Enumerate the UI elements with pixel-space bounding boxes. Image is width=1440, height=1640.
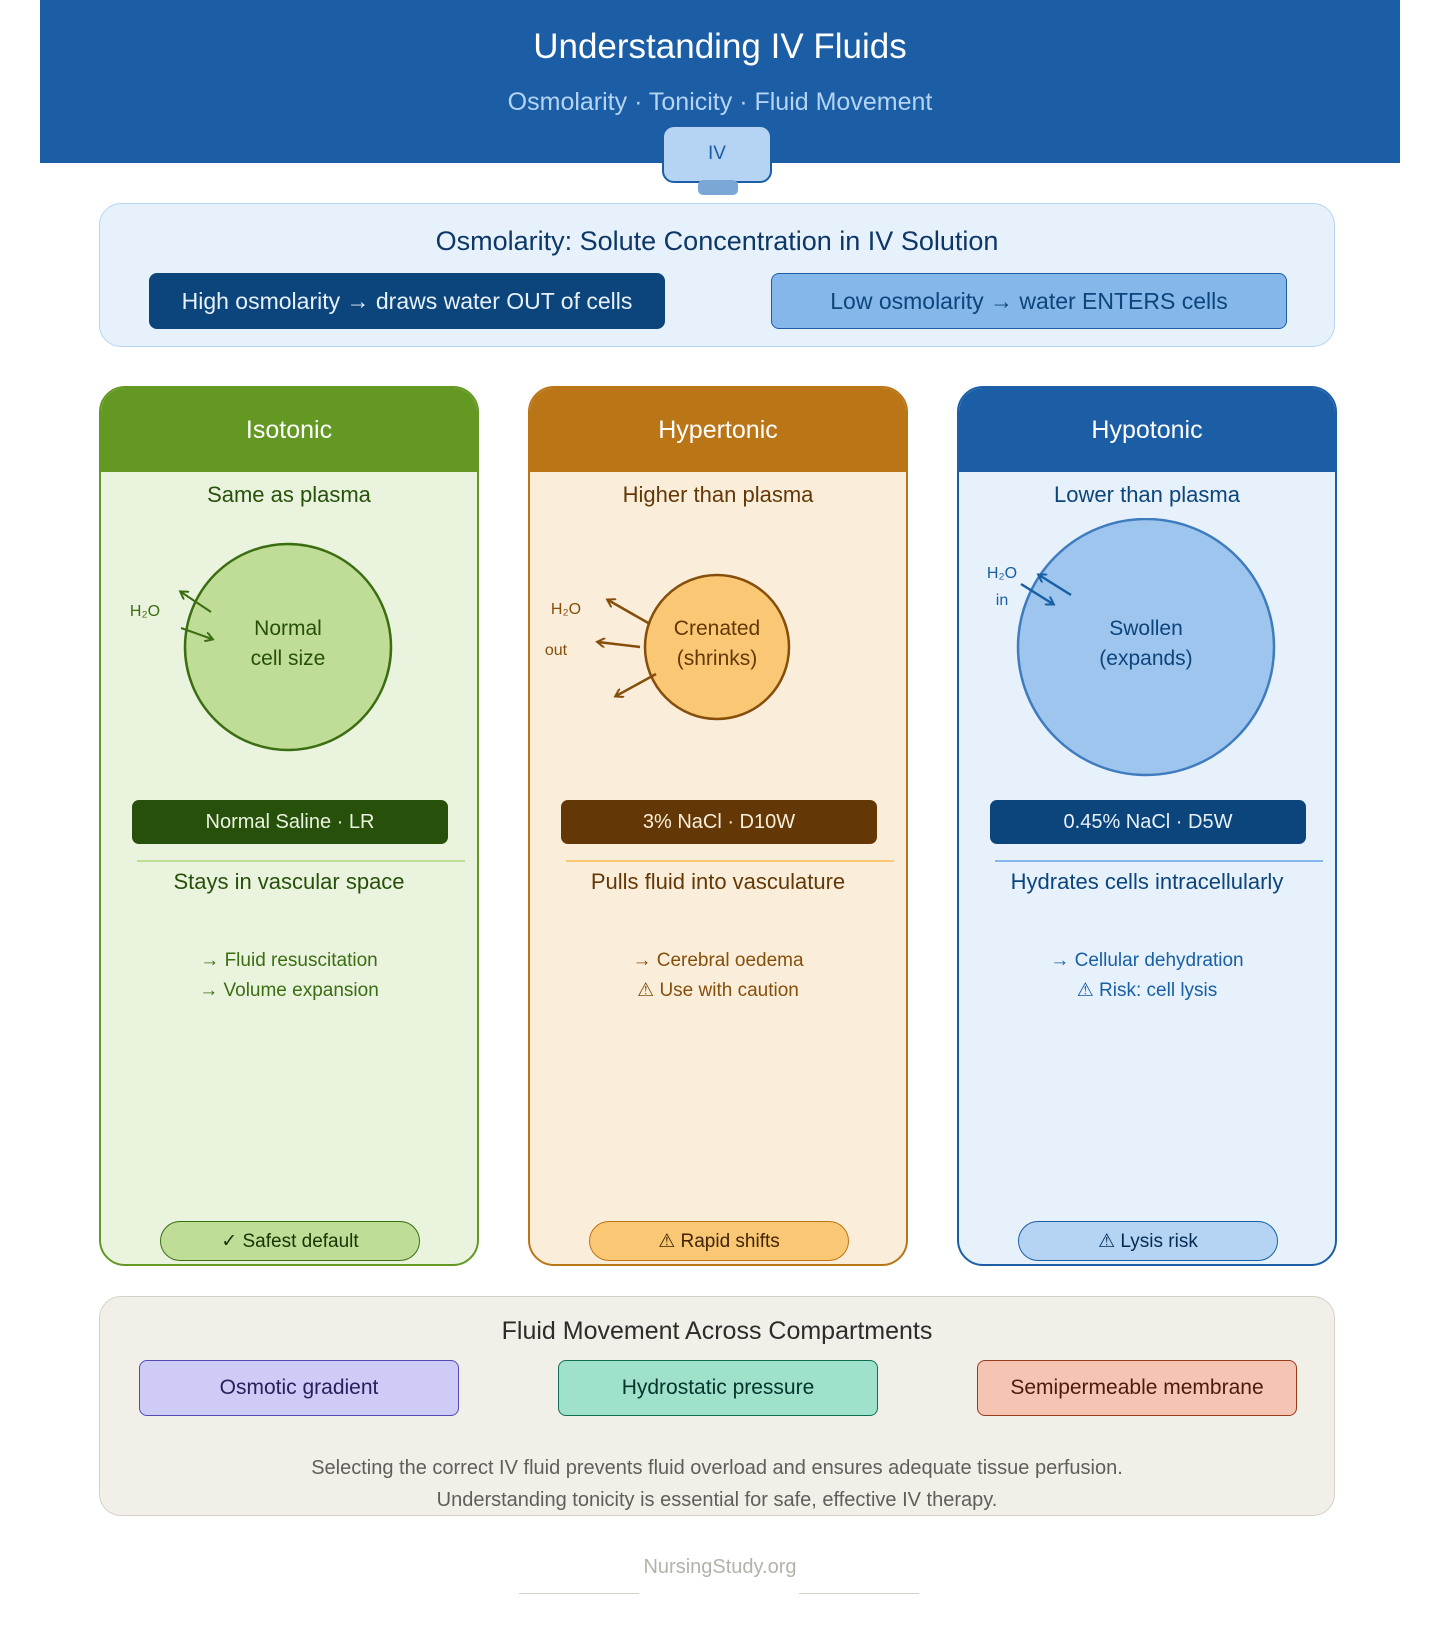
- hypotonic-card: Hypotonic Lower than plasma H₂O in Swoll…: [957, 386, 1337, 1266]
- hypertonic-effect: Pulls fluid into vasculature: [590, 869, 846, 894]
- isotonic-cell-label-2: cell size: [251, 647, 326, 670]
- hypotonic-cell-diagram: H₂O in Swollen (expands): [987, 518, 1276, 777]
- hypotonic-points: → Cellular dehydration ⚠ Risk: cell lysi…: [959, 946, 1335, 1006]
- isotonic-effect: Stays in vascular space: [173, 869, 405, 894]
- water-out-arrow-icon: [608, 600, 651, 626]
- hydrostatic-pressure-chip: Hydrostatic pressure: [558, 1360, 878, 1416]
- water-out-arrow-icon: [616, 672, 657, 696]
- isotonic-card: Isotonic Same as plasma H₂O Normal cell …: [99, 386, 479, 1266]
- semipermeable-membrane-chip: Semipermeable membrane: [977, 1360, 1297, 1416]
- fluid-movement-panel: Fluid Movement Across Compartments Osmot…: [99, 1296, 1335, 1516]
- hypertonic-water-direction: out: [545, 642, 568, 659]
- isotonic-tagline: Same as plasma: [207, 482, 371, 507]
- hypotonic-divider: [995, 860, 1323, 862]
- isotonic-card-header: Isotonic: [101, 388, 477, 472]
- osmotic-gradient-chip: Osmotic gradient: [139, 1360, 459, 1416]
- water-out-arrow-icon: [181, 592, 212, 613]
- hypotonic-badge: ⚠ Lysis risk: [1018, 1221, 1278, 1261]
- hypertonic-points: → Cerebral oedema ⚠ Use with caution: [530, 946, 906, 1006]
- hypotonic-card-header: Hypotonic: [959, 388, 1335, 472]
- hypertonic-point-2: ⚠ Use with caution: [637, 980, 799, 1001]
- hypotonic-point-2: ⚠ Risk: cell lysis: [1076, 980, 1218, 1001]
- hypertonic-card-header: Hypertonic: [530, 388, 906, 472]
- isotonic-cell-label-1: Normal: [254, 617, 322, 640]
- footer-divider-right: [799, 1593, 919, 1594]
- water-in-arrow-icon: [180, 627, 212, 639]
- fluid-movement-note-line-2: Understanding tonicity is essential for …: [436, 1489, 998, 1511]
- isotonic-badge: ✓ Safest default: [160, 1221, 420, 1261]
- osmolarity-title: Osmolarity: Solute Concentration in IV S…: [435, 226, 999, 256]
- hypertonic-water-label: H₂O: [551, 601, 581, 618]
- hypertonic-tagline: Higher than plasma: [622, 482, 814, 507]
- hypertonic-point-1: → Cerebral oedema: [632, 950, 804, 971]
- footer-site-name: NursingStudy.org: [643, 1556, 797, 1578]
- low-osmolarity-pill: Low osmolarity → water ENTERS cells: [771, 273, 1287, 329]
- water-out-arrow-icon: [1039, 575, 1072, 597]
- fluid-movement-note-line-1: Selecting the correct IV fluid prevents …: [311, 1457, 1123, 1479]
- hypotonic-cell-label-1: Swollen: [1109, 617, 1183, 640]
- page-title: Understanding IV Fluids: [533, 27, 907, 66]
- water-in-arrow-icon: [1020, 582, 1053, 604]
- hypertonic-card: Hypertonic Higher than plasma H₂O out Cr…: [528, 386, 908, 1266]
- hypotonic-cell-label-2: (expands): [1099, 647, 1192, 670]
- water-out-arrow-icon: [598, 642, 641, 649]
- hypotonic-tagline: Lower than plasma: [1054, 482, 1240, 507]
- fluid-movement-note: Selecting the correct IV fluid prevents …: [100, 1452, 1334, 1516]
- isotonic-fluids: Normal Saline · LR: [132, 800, 448, 844]
- isotonic-divider: [137, 860, 465, 862]
- hypertonic-cell-label-1: Crenated: [674, 617, 760, 640]
- osmolarity-panel: Osmolarity: Solute Concentration in IV S…: [99, 203, 1335, 347]
- isotonic-cell-diagram: H₂O Normal cell size: [130, 542, 393, 752]
- isotonic-point-2: → Volume expansion: [199, 980, 379, 1001]
- swollen-cell-icon: [1016, 518, 1276, 777]
- high-osmolarity-pill: High osmolarity → draws water OUT of cel…: [149, 273, 665, 329]
- footer-divider-left: [519, 1593, 639, 1594]
- isotonic-point-1: → Fluid resuscitation: [200, 950, 378, 971]
- hypotonic-water-direction: in: [996, 592, 1008, 609]
- page-subtitle: Osmolarity · Tonicity · Fluid Movement: [507, 88, 933, 116]
- iv-port-icon: [698, 180, 738, 195]
- hypotonic-water-label: H₂O: [987, 565, 1017, 582]
- hypertonic-cell-label-2: (shrinks): [677, 647, 758, 670]
- isotonic-water-label: H₂O: [130, 603, 160, 620]
- hypertonic-fluids: 3% NaCl · D10W: [561, 800, 877, 844]
- hypertonic-divider: [566, 860, 894, 862]
- hypotonic-effect: Hydrates cells intracellularly: [1010, 869, 1284, 894]
- iv-bag-icon: IV: [662, 125, 772, 183]
- crenated-cell-icon: [643, 573, 791, 721]
- isotonic-points: → Fluid resuscitation → Volume expansion: [101, 946, 477, 1006]
- fluid-movement-title: Fluid Movement Across Compartments: [501, 1317, 933, 1345]
- hypertonic-cell-diagram: H₂O out Crenated (shrinks): [545, 573, 791, 721]
- hypotonic-point-1: → Cellular dehydration: [1050, 950, 1244, 971]
- iv-bag-label: IV: [708, 143, 726, 164]
- hypotonic-fluids: 0.45% NaCl · D5W: [990, 800, 1306, 844]
- hypertonic-badge: ⚠ Rapid shifts: [589, 1221, 849, 1261]
- normal-cell-icon: [183, 542, 393, 752]
